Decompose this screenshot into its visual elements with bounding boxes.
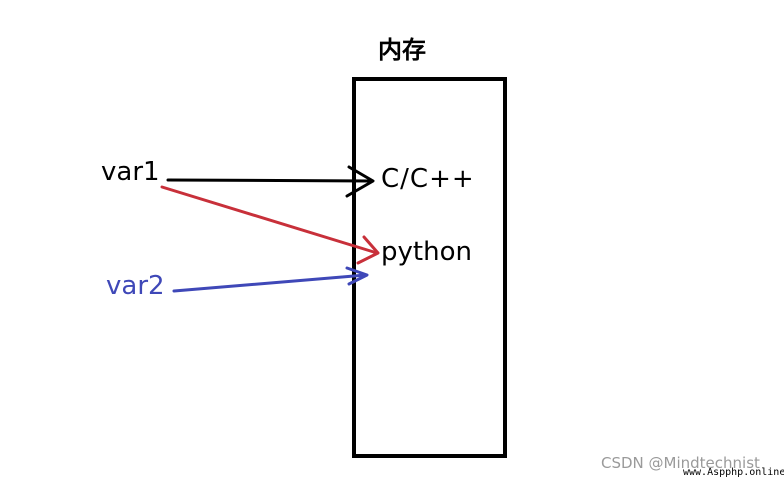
memory-box: [352, 77, 507, 458]
arrow-var1-to-cpp: [166, 165, 375, 198]
watermark-site: www.Aspphp.online: [683, 467, 784, 478]
memory-entry-cpp: C/C++: [381, 164, 475, 194]
arrow-var1-to-python: [160, 185, 380, 265]
variable-var1: var1: [101, 157, 160, 187]
watermark-csdn: CSDN @Mindtechnist: [601, 454, 760, 472]
arrow-var2-to-python: [172, 266, 369, 293]
variable-var2: var2: [106, 271, 165, 301]
memory-title: 内存: [378, 36, 426, 64]
memory-entry-python: python: [381, 237, 472, 267]
